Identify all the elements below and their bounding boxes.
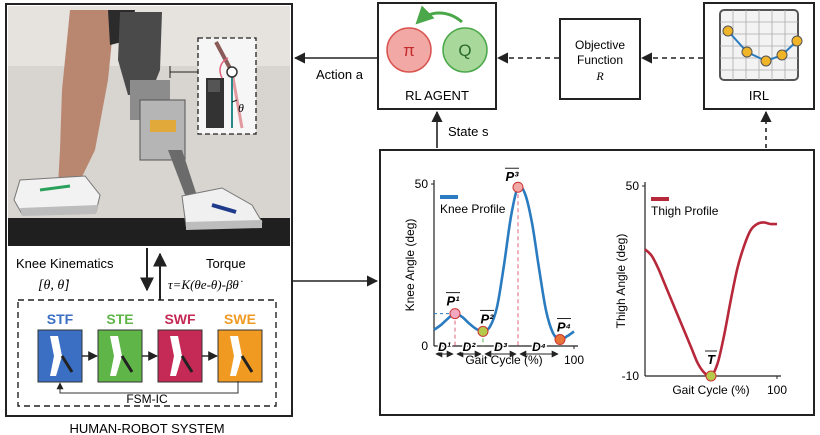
fsm-state-box: [37, 329, 83, 383]
legend-label: Thigh Profile: [651, 204, 719, 218]
thigh-chart: 50 -10 100 Gait Cycle (%) Thigh Angle (deg) T…: [614, 179, 787, 397]
fsm-leg-icon: [110, 336, 122, 376]
fsm-leg-icon: [230, 336, 242, 376]
key-point-label: P³: [506, 169, 520, 184]
y-tick-label: 0: [421, 339, 428, 353]
objective-line1: Objective: [575, 38, 625, 52]
key-point-marker: [554, 334, 566, 346]
knee-chart: 50 0 100 Gait Cycle (%) Knee Angle (deg) Knee…: [403, 167, 584, 367]
objective-function-box: [559, 18, 641, 100]
y-axis-label: Knee Angle (deg): [403, 219, 417, 312]
theta-label: θ: [238, 101, 244, 115]
duration-label: D²: [463, 340, 477, 354]
fsm-prosthesis-icon: [240, 355, 254, 373]
fsm-leg-icon: [170, 336, 182, 376]
legend-label: Knee Profile: [440, 202, 506, 216]
fsm-prosthesis-icon: [120, 355, 134, 373]
knee-kinematics-label: Knee Kinematics: [16, 256, 114, 271]
y-tick-label: 50: [626, 179, 640, 193]
duration-label: D⁴: [532, 340, 546, 354]
irl-grid-icon: [719, 9, 803, 81]
irl-title: IRL: [749, 88, 769, 103]
key-point-label: T: [707, 352, 716, 367]
policy-update-arrow: [415, 5, 463, 25]
system-caption: HUMAN-ROBOT SYSTEM: [69, 421, 224, 435]
q-symbol: Q: [458, 41, 471, 60]
knee-angle-inset: θ: [169, 37, 257, 135]
fsm-state-label: SWF: [164, 311, 196, 327]
rl-agent-title: RL AGENT: [405, 88, 469, 103]
key-point-label: P²: [481, 311, 495, 326]
fsm-state-label: STE: [106, 311, 133, 327]
key-point-marker: [477, 325, 489, 337]
x-tick-label: 100: [564, 353, 584, 367]
y-tick-label: -10: [622, 369, 640, 383]
key-point-marker: [512, 181, 524, 193]
x-axis-label: Gait Cycle (%): [465, 353, 542, 367]
fsm-prosthesis-icon: [180, 355, 194, 373]
fsm-loop-arrow: [56, 381, 239, 394]
action-label: Action a: [316, 67, 364, 82]
torque-formula: τ=K(θe-θ)-βθ̇: [168, 277, 243, 292]
fsm-leg-icon: [50, 336, 62, 376]
y-axis-label: Thigh Angle (deg): [614, 234, 628, 329]
charts-panel: [379, 149, 815, 416]
objective-symbol: R: [595, 69, 604, 83]
x-axis-label: Gait Cycle (%): [672, 383, 749, 397]
key-point-marker: [705, 370, 717, 382]
pi-circle: [386, 27, 432, 73]
q-circle: [442, 27, 488, 73]
y-tick-label: 50: [415, 177, 429, 191]
duration-label: D³: [494, 340, 508, 354]
key-point-label: P¹: [447, 294, 461, 309]
key-point-label: P⁴: [557, 320, 571, 335]
fsm-state-label: STF: [47, 311, 74, 327]
state-label: State s: [448, 124, 489, 139]
fsm-title: FSM-IC: [126, 392, 168, 406]
fsm-prosthesis-icon: [60, 355, 74, 373]
fsm-state-label: SWE: [224, 311, 256, 327]
x-tick-label: 100: [767, 383, 787, 397]
pi-symbol: π: [403, 41, 415, 60]
torque-label: Torque: [206, 256, 246, 271]
duration-label: D¹: [438, 340, 451, 354]
fsm-states: STF STE SWF SWE: [37, 311, 263, 383]
key-point-marker: [449, 308, 461, 320]
objective-line2: Function: [577, 53, 623, 67]
fsm-ic-box: [17, 299, 277, 407]
knee-kinematics-vars: [θ, θ̇]: [38, 278, 70, 293]
